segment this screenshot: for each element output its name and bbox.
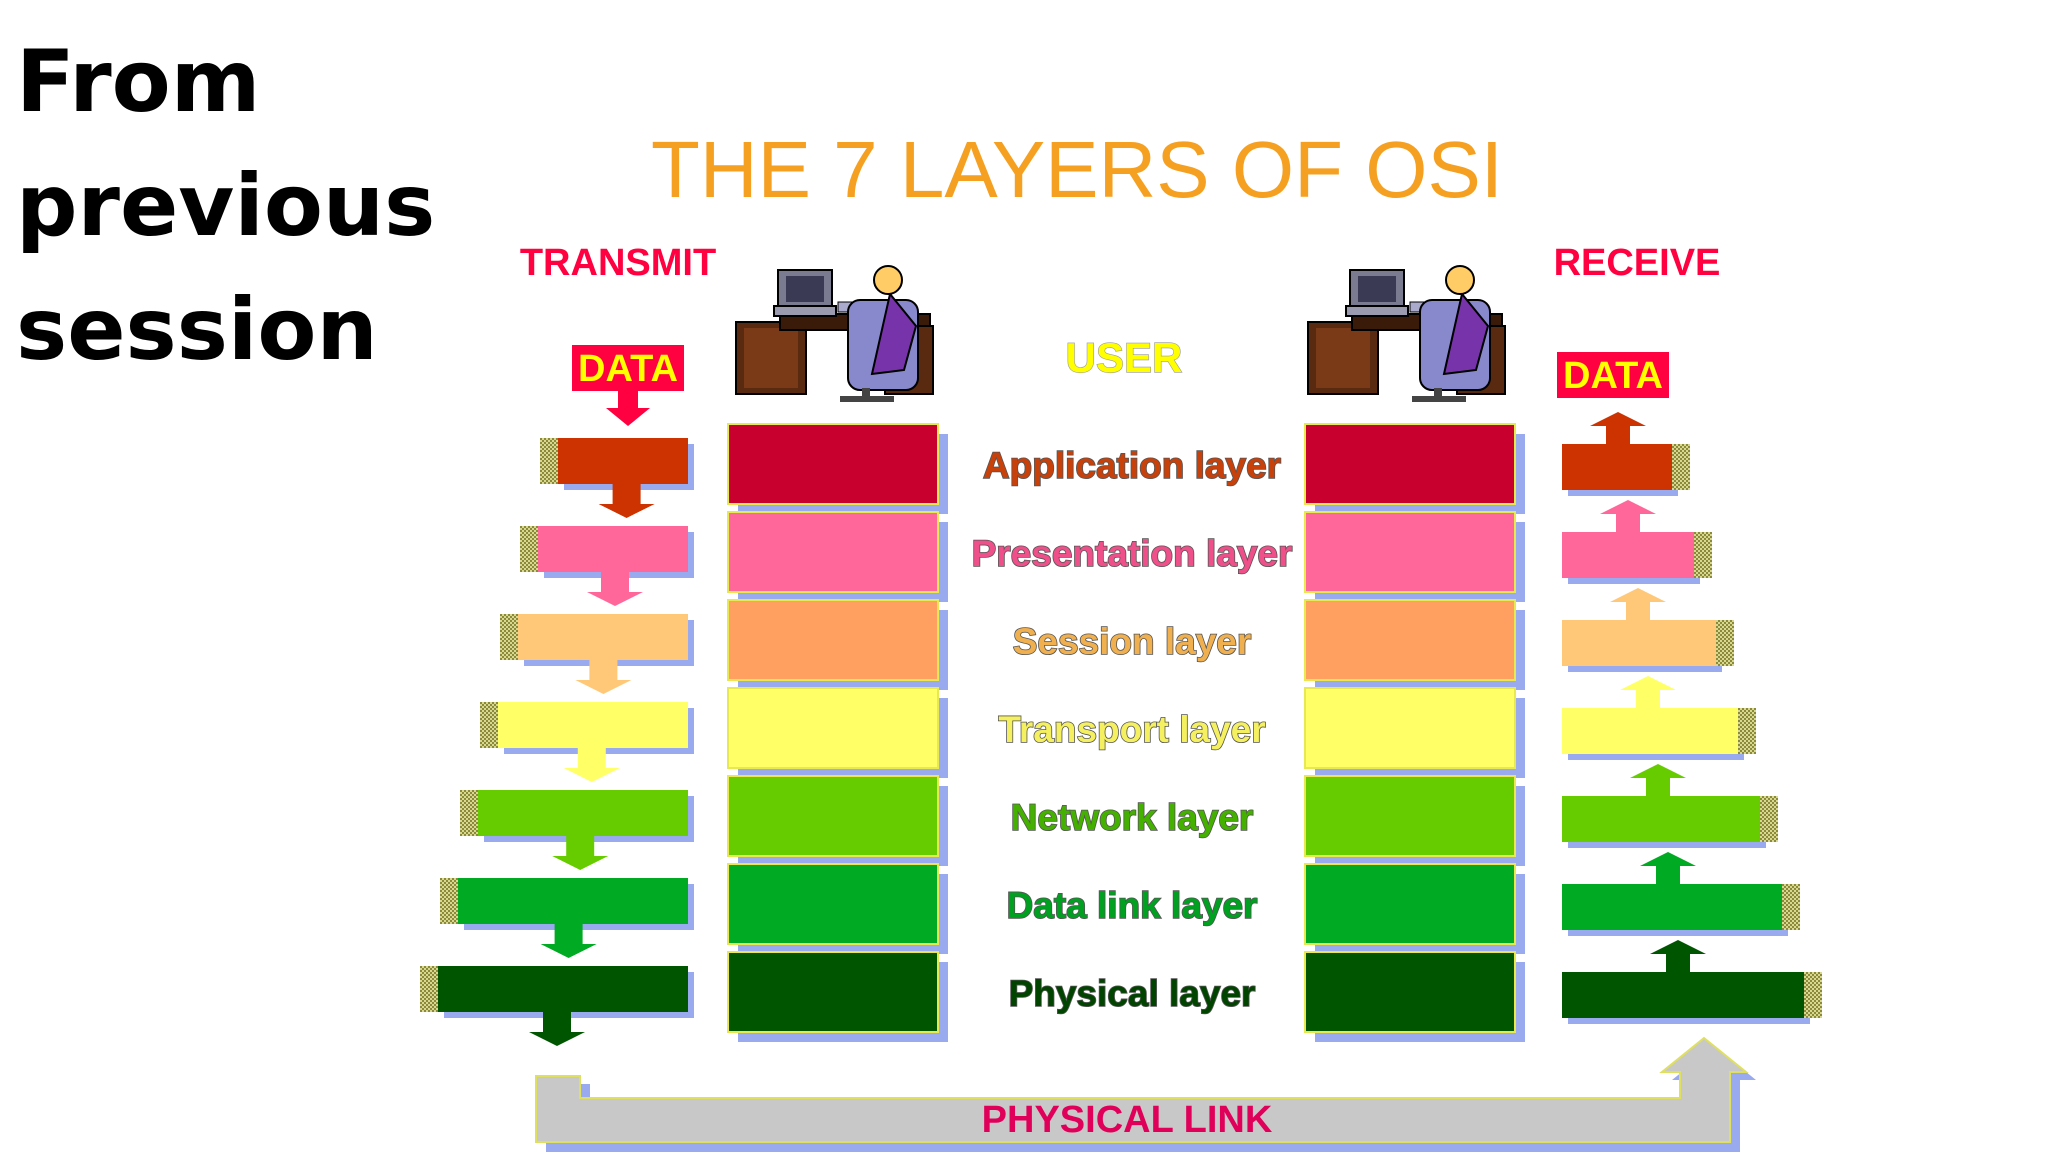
transmit-label: TRANSMIT	[520, 242, 716, 284]
up-arrow-icon	[1630, 764, 1686, 796]
up-arrow-icon	[1650, 940, 1706, 972]
up-arrow-icon	[1640, 852, 1696, 884]
arrow-tail	[1782, 884, 1800, 930]
transmit-arrow-bar	[538, 526, 688, 572]
transmit-layer-block	[727, 423, 939, 505]
data-label-left: DATA	[578, 348, 678, 390]
receive-arrow-bar	[1562, 620, 1716, 666]
up-arrow-icon	[1610, 588, 1666, 620]
down-arrow-icon	[552, 836, 609, 870]
receive-layer-block	[1304, 423, 1516, 505]
transmit-layer-block	[727, 511, 939, 593]
receive-layer-block	[1304, 599, 1516, 681]
layer-label: Data link layer	[1007, 885, 1258, 926]
transmit-user-computer-icon	[735, 265, 934, 403]
transmit-arrow-bar	[498, 702, 688, 748]
transmit-arrow-bar	[518, 614, 688, 660]
arrow-tail	[1716, 620, 1734, 666]
arrow-tail	[1804, 972, 1822, 1018]
receive-arrow-bar	[1562, 708, 1738, 754]
user-label: USER	[1066, 334, 1183, 381]
data-badge-left: DATA	[572, 345, 684, 426]
transmit-layer-block	[727, 863, 939, 945]
data-badge-right: DATA	[1557, 352, 1669, 398]
down-arrow-icon	[563, 748, 620, 782]
down-arrow-icon	[587, 572, 643, 606]
arrow-tail	[1738, 708, 1756, 754]
down-arrow-icon	[598, 484, 655, 518]
arrow-tail	[480, 702, 498, 748]
receive-arrow-bar	[1562, 532, 1694, 578]
layer-label: Application layer	[983, 445, 1281, 486]
arrow-tail	[1672, 444, 1690, 490]
arrow-tail	[1760, 796, 1778, 842]
transmit-layer-block	[727, 775, 939, 857]
receive-arrow-bar	[1562, 796, 1760, 842]
data-label-right: DATA	[1563, 355, 1663, 397]
receive-layer-block	[1304, 511, 1516, 593]
slide-title-line: From	[16, 32, 261, 132]
transmit-layer-block	[727, 951, 939, 1033]
receive-arrow-bar	[1562, 972, 1804, 1018]
diagram-title: THE 7 LAYERS OF OSI	[651, 125, 1503, 214]
physical-link: PHYSICAL LINK	[535, 1036, 1756, 1152]
layer-label: Network layer	[1011, 797, 1254, 838]
layer-label: Transport layer	[998, 709, 1265, 750]
arrow-tail	[520, 526, 538, 572]
slide-title-line: previous	[16, 156, 436, 256]
down-arrow-icon	[575, 660, 632, 694]
up-arrow-icon	[1620, 676, 1676, 708]
transmit-arrow-bar	[438, 966, 688, 1012]
receive-layer-block	[1304, 951, 1516, 1033]
receive-user-computer-icon	[1307, 265, 1506, 403]
slide-title: From previous session	[16, 20, 435, 392]
arrow-tail	[440, 878, 458, 924]
arrow-tail	[420, 966, 438, 1012]
receive-layer-block	[1304, 687, 1516, 769]
down-arrow-icon	[540, 924, 597, 958]
receive-arrow-bar	[1562, 884, 1782, 930]
up-arrow-icon	[1600, 500, 1656, 532]
receive-label: RECEIVE	[1554, 242, 1721, 284]
receive-layer-block	[1304, 775, 1516, 857]
arrow-tail	[540, 438, 558, 484]
data-down-arrow-icon	[606, 391, 650, 426]
transmit-layer-block	[727, 599, 939, 681]
physical-link-label: PHYSICAL LINK	[982, 1099, 1273, 1141]
arrow-tail	[460, 790, 478, 836]
down-arrow-icon	[529, 1012, 585, 1046]
transmit-layer-block	[727, 687, 939, 769]
receive-layer-block	[1304, 863, 1516, 945]
layer-label: Physical layer	[1009, 973, 1256, 1014]
arrow-tail	[500, 614, 518, 660]
layer-label: Session layer	[1013, 621, 1252, 662]
transmit-arrow-bar	[458, 878, 688, 924]
arrow-tail	[1694, 532, 1712, 578]
layer-label: Presentation layer	[972, 533, 1293, 574]
transmit-arrow-bar	[478, 790, 688, 836]
up-arrow-icon	[1590, 412, 1646, 444]
receive-arrow-bar	[1562, 444, 1672, 490]
slide-title-line: session	[16, 280, 378, 380]
transmit-arrow-bar	[558, 438, 688, 484]
